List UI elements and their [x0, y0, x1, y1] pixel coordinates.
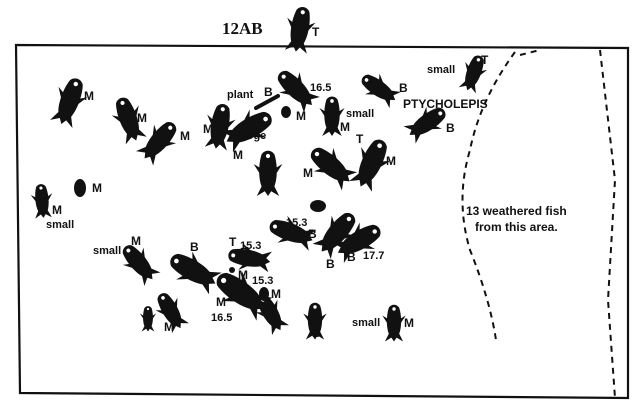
label-M-lower1: M — [238, 268, 248, 282]
fish-ptycholepis — [356, 67, 403, 110]
label-M-center: M — [296, 109, 306, 123]
label-ptycholepis: PTYCHOLEPIS — [403, 97, 488, 111]
label-M-mid-left: M — [131, 234, 141, 248]
label-M-lower3: M — [216, 295, 226, 309]
label-small-mid-left: small — [93, 245, 121, 257]
label-B-lower: B — [190, 240, 199, 254]
label-T-tr: T — [481, 53, 489, 67]
label-M-mid1: M — [233, 148, 243, 162]
label-M-center3: M — [386, 154, 396, 168]
label-B-r2: B — [347, 250, 356, 264]
label-M-a: M — [137, 111, 147, 125]
label-M-lower2: M — [271, 287, 281, 301]
label-T-center: T — [356, 132, 364, 146]
label-M-mid2: M — [303, 166, 313, 180]
label-small-tr: small — [427, 64, 455, 76]
oval-specimen-lower — [259, 287, 269, 301]
label-17-7: 17.7 — [363, 250, 384, 262]
label-T-lower: T — [270, 307, 278, 321]
oval-specimen-left — [74, 179, 86, 197]
label-T-mid: T — [229, 235, 237, 249]
label-plant-B: B — [264, 85, 273, 99]
weathered-note-line2: from this area. — [475, 220, 558, 234]
label-small-left: small — [46, 219, 74, 231]
label-M-b: M — [180, 129, 190, 143]
label-small-center: small — [346, 108, 374, 120]
fish-bottom-small — [382, 305, 405, 342]
label-B-bottom: B — [312, 326, 321, 340]
weathered-area-boundary — [463, 50, 541, 340]
label-large: large — [240, 130, 266, 142]
label-T-top: T — [312, 25, 320, 39]
weathered-note-line1: 13 weathered fish — [466, 204, 567, 218]
label-B-mid: B — [308, 227, 317, 241]
label-small-bottom: small — [352, 317, 380, 329]
fish-bottom-left-2 — [140, 306, 156, 331]
label-plant: plant — [227, 89, 254, 101]
label-M-bottom-left: M — [164, 320, 174, 334]
weathered-area-boundary-right — [600, 50, 615, 398]
label-16-5-top: 16.5 — [310, 82, 331, 94]
label-16-5-low: 16.5 — [211, 312, 232, 324]
label-M-left2: M — [52, 203, 62, 217]
block-title: 12AB — [222, 19, 263, 38]
label-M-left1: M — [84, 89, 94, 103]
label-B-right: B — [446, 121, 455, 135]
fish-left-small — [30, 183, 54, 219]
fish-mid-1 — [254, 151, 283, 196]
label-M-center2: M — [340, 120, 350, 134]
oval-specimen-lower-2 — [229, 267, 235, 273]
label-15-3-b: 15.3 — [240, 240, 261, 252]
label-M-oval-left: M — [92, 181, 102, 195]
label-15-3-a: 15.3 — [286, 217, 307, 229]
label-B-r1: B — [326, 257, 335, 271]
label-M-c: M — [203, 122, 213, 136]
label-B-ptycholepis: B — [399, 81, 408, 95]
label-M-bottom-right: M — [404, 316, 414, 330]
label-15-3-c: 15.3 — [252, 275, 273, 287]
oval-specimen-center — [281, 106, 291, 118]
oval-specimen-mid — [310, 200, 326, 212]
